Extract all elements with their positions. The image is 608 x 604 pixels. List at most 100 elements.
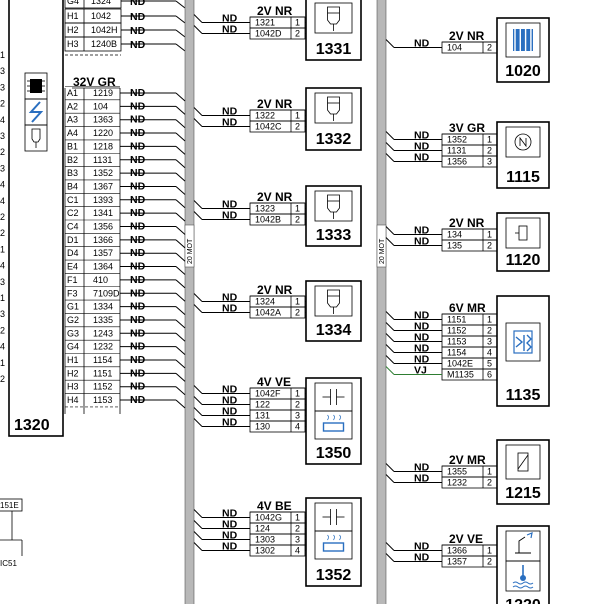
pin-wire: 1219 [93, 88, 113, 98]
component-pin-wire: 1153 [447, 337, 466, 347]
wire-bend [175, 372, 186, 382]
ecu-1320-symbols [24, 72, 48, 152]
component-pin-signal: ND [222, 530, 238, 542]
bus-left-label: 20 MOT [187, 238, 194, 264]
component-pin-signal: ND [222, 384, 238, 396]
upper-pin-signal: ND [130, 11, 146, 23]
component-label: 1350 [316, 445, 352, 462]
upper-pin-id: G4 [67, 0, 79, 6]
pin-wire: 1131 [93, 155, 112, 165]
pin-wire: 104 [93, 101, 108, 111]
component-pin-number: 2 [487, 557, 492, 567]
component-pin-signal: ND [222, 199, 238, 211]
component-wire-bend [385, 355, 395, 364]
component-connector-label: 4V VE [257, 375, 291, 389]
component-pin-number: 1 [295, 297, 300, 307]
pin-id: H4 [67, 395, 79, 405]
component-pin-wire: 1042G [255, 513, 282, 523]
pin-id: B1 [67, 141, 78, 151]
component-pin-signal: ND [222, 541, 238, 553]
injector-icon-body [327, 6, 340, 25]
coolant-icon-bulb [520, 575, 526, 581]
edge-digit: 3 [0, 131, 5, 141]
component-pin-wire: 1321 [255, 18, 275, 28]
component-pin-signal: ND [222, 417, 238, 429]
edge-digit: 1 [0, 244, 5, 254]
bus-right-label: 20 MOT [379, 238, 386, 264]
component-pin-number: 1 [295, 204, 300, 214]
component-wire-bend [193, 293, 203, 302]
component-pin-signal: ND [414, 152, 430, 164]
ecu-1320: 1320 [8, 0, 64, 437]
switch-icon-blade [517, 454, 529, 470]
connector-32v-gr-label: 32V GR [73, 75, 116, 89]
edge-digit: 4 [0, 180, 5, 190]
component-wire-bend [193, 542, 203, 551]
component-pin-number: 3 [295, 411, 300, 421]
component-pin-number: 1 [487, 315, 492, 325]
injector-icon [314, 2, 353, 34]
component-wire-bend [193, 520, 203, 529]
wire-bend [175, 279, 186, 289]
pin-wire: 1151 [93, 368, 112, 378]
component-1220: 2V VE13661ND13572ND1220 [385, 525, 550, 604]
wire-bend [175, 186, 186, 195]
pin-wire: 1218 [93, 141, 113, 151]
component-pin-wire: M1135 [447, 370, 474, 380]
switch-icon-body [517, 452, 529, 472]
component-wire-bend [385, 333, 395, 342]
upper-pin-wire-bend [175, 29, 186, 38]
component-wire-bend [193, 418, 203, 427]
heater-element-icon-waves [327, 534, 341, 541]
heater-element-icon-waves [327, 414, 341, 421]
component-pin-number: 2 [487, 241, 492, 251]
harness-bus-left: 20 MOT [184, 0, 195, 604]
component-pin-wire: 1042B [255, 215, 281, 225]
component-wire-bend [193, 304, 203, 313]
component-wire-bend [193, 25, 203, 34]
wire-bend [175, 359, 186, 369]
edge-digit: 4 [0, 196, 5, 206]
component-pin-signal: ND [414, 141, 430, 153]
component-pin-number: 3 [295, 535, 300, 545]
component-pin-wire: 1357 [447, 557, 467, 567]
pin-id: A4 [67, 128, 78, 138]
pin-wire: 1153 [93, 395, 112, 405]
upper-pin-signal: ND [130, 25, 146, 37]
edge-digit: 4 [0, 261, 5, 271]
component-wire-bend [385, 474, 395, 483]
component-wire-bend [193, 200, 203, 209]
edge-digit: 3 [0, 82, 5, 92]
pin-id: C1 [67, 195, 79, 205]
component-pin-wire: 1302 [255, 546, 275, 556]
component-wire-bend [193, 107, 203, 116]
wire-bend [175, 292, 186, 302]
component-pin-number: 2 [487, 326, 492, 336]
component-pin-signal: ND [414, 343, 430, 355]
ecu-1320-label: 1320 [14, 417, 50, 434]
edge-digit: 2 [0, 228, 5, 238]
component-wire-bend [193, 509, 203, 518]
pin-id: G3 [67, 328, 79, 338]
component-connector-label: 2V NR [257, 283, 293, 297]
temperature-sensor-icon-probe [515, 536, 531, 554]
component-pin-number: 4 [487, 348, 492, 358]
component-wire-bend [193, 407, 203, 416]
component-pin-number: 4 [295, 546, 300, 556]
component-pin-signal: ND [414, 321, 430, 333]
component-wire-bend [385, 344, 395, 353]
pin-id: H3 [67, 382, 79, 392]
component-pin-signal: ND [222, 24, 238, 36]
upper-pin-id: H3 [67, 39, 79, 49]
component-pin-signal: ND [222, 106, 238, 118]
component-wire-bend [193, 385, 203, 394]
wire-bend [175, 346, 186, 356]
component-pin-signal: ND [414, 225, 430, 237]
component-pin-number: 4 [295, 422, 300, 432]
injector-icon-body [327, 289, 340, 308]
